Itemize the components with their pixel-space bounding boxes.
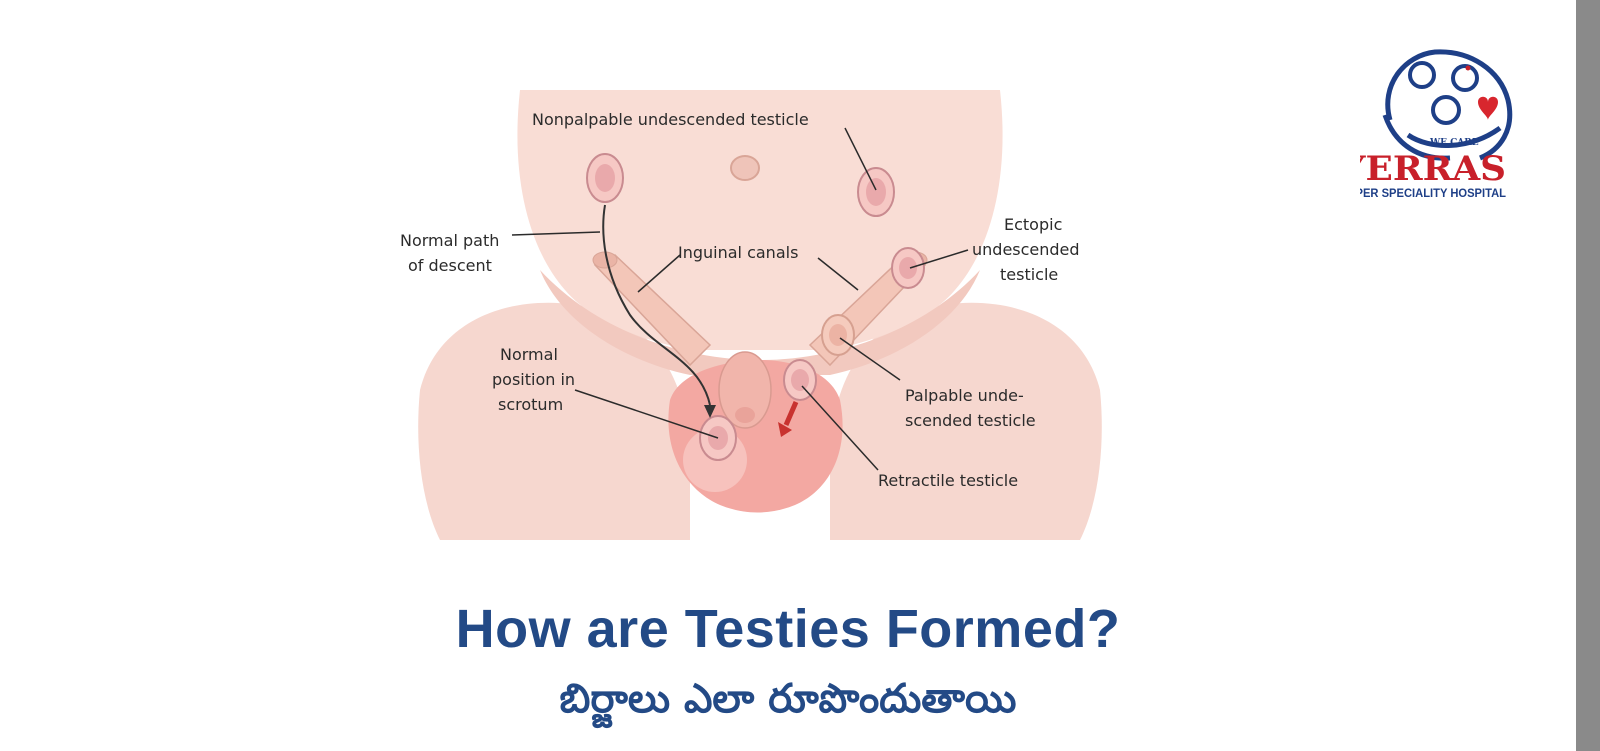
label-normal-path-2: of descent (408, 256, 492, 275)
label-normal-path-1: Normal path (400, 231, 499, 250)
right-thigh (830, 302, 1102, 540)
label-normal-pos-1: Normal (500, 345, 558, 364)
retractile-arrow (783, 401, 799, 426)
side-scrollbar[interactable] (1576, 0, 1600, 751)
hospital-logo: WE CARE YERRAS SUPER SPECIALITY HOSPITAL (1360, 49, 1513, 200)
label-palpable-1: Palpable unde- (905, 386, 1024, 405)
left-thigh (418, 302, 690, 540)
leader-lines (511, 127, 969, 471)
penis (718, 351, 772, 429)
belly-shadow (540, 270, 980, 375)
logo-tagline: WE CARE (1429, 138, 1479, 148)
label-nonpalpable: Nonpalpable undescended testicle (532, 110, 809, 129)
slide-title: How are Testies Formed? (455, 599, 1121, 659)
label-normal-pos-2: position in (492, 370, 575, 389)
family-emblem-icon (1382, 49, 1513, 161)
label-ectopic-1: Ectopic (1004, 215, 1062, 234)
label-normal-pos-3: scrotum (498, 395, 563, 414)
anatomy-illustration: Nonpalpable undescended testicle Normal … (400, 60, 1120, 560)
label-palpable-2: scended testicle (905, 411, 1036, 430)
slide-subtitle-telugu: బిర్జాలు ఎలా రూపొందుతాయి (559, 676, 1017, 722)
descent-path-arrow (602, 204, 711, 406)
torso (517, 90, 1003, 350)
label-ectopic-2: undescended (972, 240, 1080, 259)
logo-subtitle: SUPER SPECIALITY HOSPITAL (1360, 186, 1506, 200)
label-retractile: Retractile testicle (878, 471, 1018, 490)
logo-name: YERRAS (1360, 149, 1506, 189)
navel (730, 155, 760, 181)
label-inguinal: Inguinal canals (678, 243, 798, 262)
label-ectopic-3: testicle (1000, 265, 1058, 284)
